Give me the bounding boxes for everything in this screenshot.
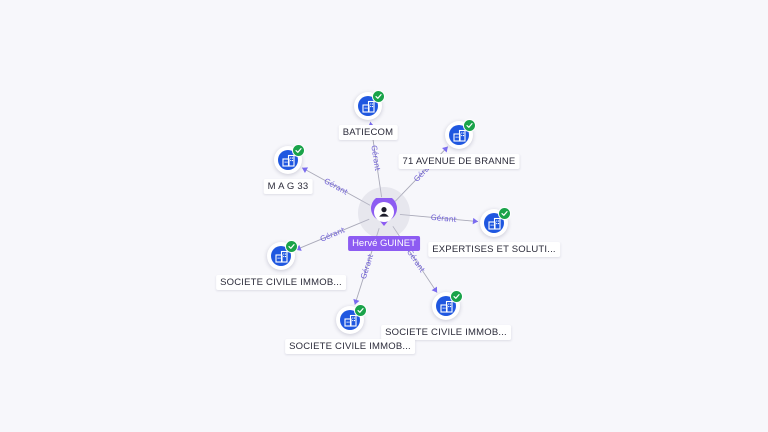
verified-check-icon — [354, 304, 367, 317]
company-name-label: EXPERTISES ET SOLUTI... — [428, 242, 560, 257]
company-name-label: SOCIETE CIVILE IMMOB... — [285, 339, 415, 354]
person-icon — [371, 198, 397, 226]
edge-arrow-icon — [472, 217, 479, 225]
edge-line — [399, 214, 479, 222]
edge-label: Gérant — [359, 253, 375, 280]
edge-line — [301, 167, 371, 206]
edge-label: Gérant — [319, 225, 346, 243]
company-badge — [432, 292, 460, 320]
company-badge — [336, 306, 364, 334]
edge-arrow-icon — [431, 286, 438, 293]
person-name-label: Hervé GUINET — [348, 236, 420, 251]
verified-check-icon — [450, 290, 463, 303]
verified-check-icon — [285, 240, 298, 253]
company-name-label: SOCIETE CIVILE IMMOB... — [216, 275, 346, 290]
verified-check-icon — [463, 119, 476, 132]
company-name-label: BATIECOM — [338, 125, 398, 140]
edge-label: Gérant — [369, 145, 382, 172]
verified-check-icon — [292, 144, 305, 157]
company-name-label: SOCIETE CIVILE IMMOB... — [381, 325, 511, 340]
edge-arrow-icon — [302, 167, 309, 174]
company-name-label: M A G 33 — [263, 179, 313, 194]
edge-arrow-icon — [353, 298, 360, 305]
edge-line — [295, 218, 370, 251]
verified-check-icon — [498, 207, 511, 220]
edge-label: Gérant — [323, 176, 350, 196]
edge-label: Gérant — [430, 213, 457, 224]
verified-check-icon — [372, 90, 385, 103]
edge-label: Gérant — [405, 248, 427, 275]
edge-arrow-icon — [442, 146, 448, 153]
company-name-label: 71 AVENUE DE BRANNE — [398, 154, 520, 169]
